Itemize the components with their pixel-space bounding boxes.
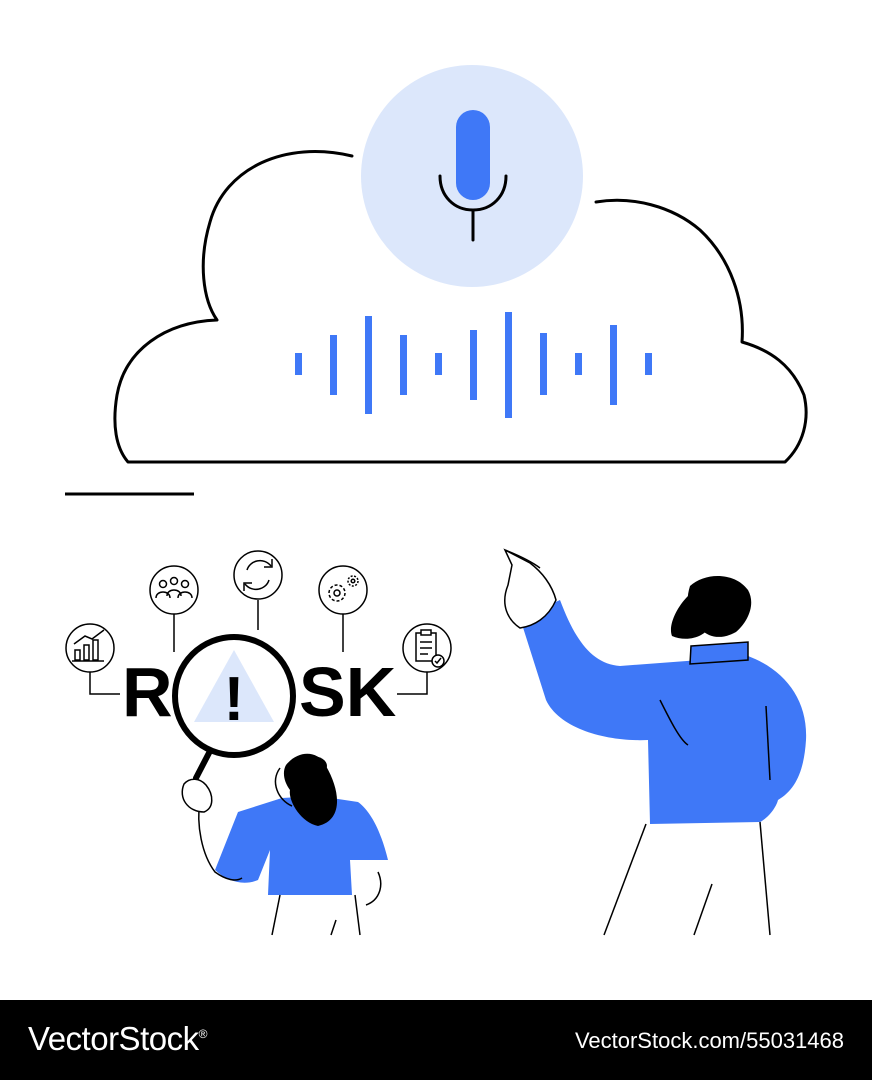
- image-id: VectorStock.com/55031468: [574, 1028, 844, 1053]
- illustration: !: [65, 65, 808, 936]
- wave-bar: [645, 353, 652, 375]
- wave-bar: [610, 325, 617, 405]
- registered-mark: ®: [198, 1027, 208, 1041]
- wave-bar: [365, 316, 372, 414]
- risk-letters-sk: SK: [299, 653, 397, 731]
- risk-letter-r: R: [122, 653, 173, 731]
- warning-triangle: [194, 650, 274, 722]
- brand-name: VectorStock: [28, 1020, 199, 1057]
- wave-bar: [400, 335, 407, 395]
- wave-bar: [505, 312, 512, 418]
- wave-bar: [540, 333, 547, 395]
- wave-bar: [575, 353, 582, 375]
- microphone-icon: [438, 110, 508, 242]
- chart-icon: [65, 623, 115, 673]
- wave-bar: [435, 353, 442, 375]
- checklist-icon: [402, 623, 452, 673]
- refresh-icon: [233, 550, 283, 600]
- team-icon: [149, 565, 199, 615]
- sound-wave: [295, 312, 652, 418]
- gears-icon: [318, 565, 368, 615]
- woman-figure: [181, 753, 388, 936]
- cloud-outline: [113, 150, 808, 464]
- wave-bar: [295, 353, 302, 375]
- alert-mark: !: [224, 665, 245, 734]
- brand-logo: VectorStock®: [28, 1020, 207, 1058]
- icon-connectors: [89, 600, 428, 695]
- wave-bar: [330, 335, 337, 395]
- magnifier-icon: [172, 634, 296, 781]
- watermark-bar: VectorStock® VectorStock.com/55031468: [0, 1000, 872, 1080]
- man-figure: [503, 548, 807, 936]
- wave-bar: [470, 330, 477, 400]
